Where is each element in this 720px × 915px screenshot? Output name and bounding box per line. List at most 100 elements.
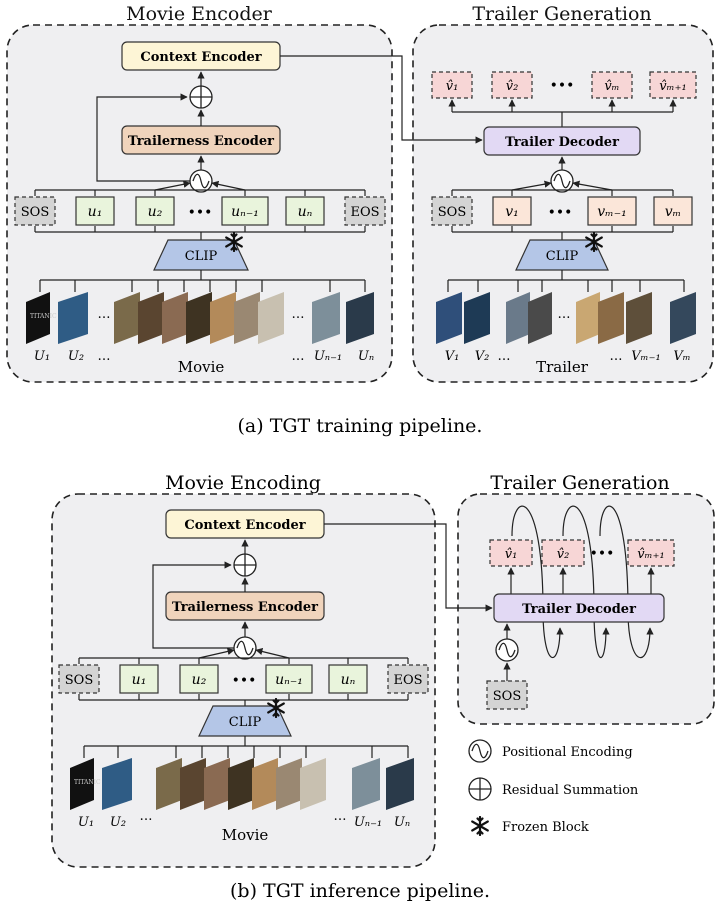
ellipsis: ••• — [590, 546, 615, 562]
output-token — [627, 539, 675, 567]
context-connector — [280, 55, 483, 144]
trailer-label: Trailer — [536, 358, 589, 376]
frame-label: V₂ — [475, 349, 490, 364]
clip-label: CLIP — [185, 249, 218, 264]
ellipsis: ••• — [548, 205, 573, 221]
svg-text:TITANIC: TITANIC — [74, 779, 101, 786]
movie-token-label: u₁ — [88, 204, 103, 220]
frame-label: U₂ — [110, 815, 126, 830]
movie-token — [75, 196, 115, 226]
frame-ellipsis: … — [498, 349, 511, 364]
ellipsis: ••• — [232, 673, 257, 689]
frame-label: V₁ — [445, 349, 460, 364]
movie-frames — [39, 280, 366, 292]
frame-ellipsis: … — [140, 809, 153, 824]
movie-token-label: uₙ — [298, 204, 313, 220]
clip-block — [515, 239, 609, 271]
sos-token — [14, 196, 56, 226]
sos-token — [486, 680, 528, 710]
trailer-token — [587, 196, 637, 226]
movie-token — [265, 664, 313, 694]
svg-text:…: … — [610, 349, 623, 364]
output-token-label: v̂₁ — [446, 79, 459, 94]
output-token-label: v̂₁ — [505, 547, 518, 562]
svg-text:…: … — [98, 349, 111, 364]
frame-label: Vₘ — [673, 349, 690, 364]
svg-text:TITANIC: TITANIC — [30, 313, 57, 320]
movie-label: Movie — [222, 826, 269, 844]
output-token-label: v̂ₘ₊₁ — [659, 79, 686, 94]
frame-label: Uₙ₋₁ — [314, 349, 342, 364]
frame-label: U₁ — [34, 349, 50, 364]
sos-token — [431, 196, 473, 226]
svg-text:…: … — [292, 349, 305, 364]
trailer-token-label: v₁ — [505, 204, 519, 220]
frame-label: Uₙ — [358, 349, 374, 364]
output-tokens: v̂₁ v̂₂ ••• v̂ₘ v̂ₘ₊₁ — [431, 71, 697, 99]
movie-encoding-panel — [51, 493, 436, 868]
movie-token-label: uₙ₋₁ — [231, 204, 259, 220]
movie-frame-stack: TITANIC — [70, 758, 414, 810]
movie-token-label: u₂ — [192, 672, 207, 688]
trailer-decoder-block — [493, 593, 665, 623]
sos-token — [58, 664, 100, 694]
frame-ellipsis: … — [558, 307, 571, 322]
clip-label: CLIP — [546, 249, 579, 264]
context-encoder-label: Context Encoder — [140, 50, 261, 65]
eos-token — [387, 664, 429, 694]
trailer-token-label: vₘ — [665, 204, 682, 220]
frame-label: U₂ — [68, 349, 84, 364]
ellipsis: ••• — [188, 205, 213, 221]
movie-encoding-title: Movie Encoding — [165, 472, 321, 494]
caption-b: (b) TGT inference pipeline. — [230, 880, 490, 902]
legend-residual-label: Residual Summation — [502, 783, 639, 798]
frame-ellipsis: … — [292, 307, 305, 322]
movie-token — [179, 664, 219, 694]
sos-label: SOS — [65, 673, 93, 688]
output-token — [489, 539, 533, 567]
movie-encoder-title: Movie Encoder — [126, 3, 273, 25]
frame-ellipsis: … — [98, 307, 111, 322]
context-connector — [324, 523, 493, 612]
legend: Positional Encoding Residual Summation F… — [468, 739, 639, 836]
output-token — [541, 539, 585, 567]
movie-encoder-panel — [6, 24, 393, 383]
movie-token — [285, 196, 325, 226]
movie-token — [221, 196, 269, 226]
trailer-token — [492, 196, 532, 226]
movie-token — [135, 196, 175, 226]
trailer-decoder-label: Trailer Decoder — [522, 602, 636, 617]
trailer-frame-stack — [436, 292, 696, 344]
caption-a: (a) TGT training pipeline. — [238, 415, 483, 437]
eos-label: EOS — [350, 205, 379, 220]
movie-token-label: uₙ — [341, 672, 356, 688]
movie-token-label: u₂ — [148, 204, 163, 220]
frame-label: Uₙ₋₁ — [354, 815, 382, 830]
trailerness-encoder-label: Trailerness Encoder — [172, 600, 318, 615]
sos-label: SOS — [438, 205, 466, 220]
trailer-decoder-label: Trailer Decoder — [505, 135, 619, 150]
trailer-generation-panel — [412, 24, 714, 383]
clip-label: CLIP — [229, 715, 262, 730]
eos-label: EOS — [393, 673, 422, 688]
legend-frozen-label: Frozen Block — [502, 820, 589, 835]
movie-token — [119, 664, 159, 694]
movie-frame-stack: TITANIC — [26, 292, 374, 344]
movie-token — [328, 664, 368, 694]
trailer-generation-title-inference: Trailer Generation — [490, 472, 669, 494]
svg-text:•••: ••• — [550, 78, 575, 94]
frame-label: U₁ — [78, 815, 94, 830]
output-token-label: v̂₂ — [506, 79, 519, 94]
output-token-label: v̂₂ — [557, 547, 570, 562]
movie-token-label: uₙ₋₁ — [275, 672, 303, 688]
trailer-generation-title: Trailer Generation — [472, 3, 651, 25]
trailer-decoder-block — [483, 126, 641, 156]
movie-label: Movie — [178, 358, 225, 376]
trailerness-encoder-label: Trailerness Encoder — [128, 134, 274, 149]
sos-label: SOS — [21, 205, 49, 220]
frame-ellipsis: … — [334, 809, 347, 824]
frame-label: Vₘ₋₁ — [631, 349, 660, 364]
legend-positional-label: Positional Encoding — [502, 745, 633, 760]
